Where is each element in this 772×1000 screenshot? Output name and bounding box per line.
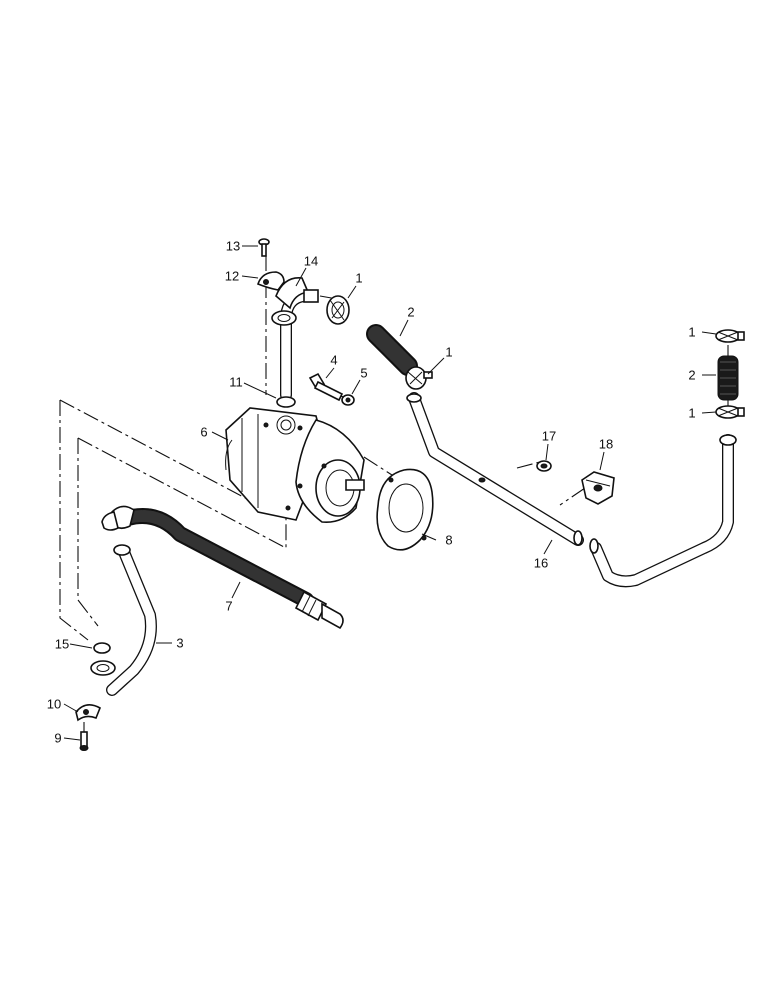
part-1-clamp-lower [405, 366, 433, 390]
callout-15: 15 [55, 637, 69, 652]
callout-5: 5 [360, 366, 367, 381]
callout-7: 7 [225, 599, 232, 614]
part-18-bracket [581, 471, 615, 505]
part-8-gasket [376, 468, 434, 551]
callout-1-right-top: 1 [688, 325, 695, 340]
callout-11: 11 [229, 375, 243, 390]
part-1-clamp-right-bottom [715, 405, 745, 419]
callout-18: 18 [599, 437, 613, 452]
part-3-pipe [90, 544, 157, 696]
callout-2-right: 2 [688, 368, 695, 383]
part-12-clamp [257, 271, 285, 291]
part-13-bolt [258, 238, 270, 257]
callout-13: 13 [226, 239, 240, 254]
callout-1-upper: 1 [355, 271, 362, 286]
part-2-hose-right [717, 355, 739, 401]
callout-3: 3 [176, 636, 183, 651]
callout-9: 9 [54, 731, 61, 746]
part-11-o-ring [276, 396, 296, 408]
part-4-bolt [308, 372, 344, 402]
callout-14: 14 [304, 254, 318, 269]
callout-1-lower: 1 [445, 345, 452, 360]
callout-6: 6 [200, 425, 207, 440]
part-15-o-ring [93, 642, 111, 654]
part-17-nut [536, 460, 552, 472]
part-7-hose [101, 505, 344, 630]
part-right-pipe [589, 434, 737, 588]
leader-lines [63, 245, 717, 741]
callout-4: 4 [330, 353, 337, 368]
part-16-pipe [406, 392, 584, 546]
part-6-pump [225, 407, 365, 524]
part-2-hose-center [366, 324, 418, 376]
part-9-bolt [79, 731, 89, 751]
part-10-clamp [75, 704, 102, 722]
callout-2-center: 2 [407, 305, 414, 320]
callout-12: 12 [225, 269, 239, 284]
callout-10: 10 [47, 697, 61, 712]
assembly-lines [59, 255, 729, 740]
callout-17: 17 [542, 429, 556, 444]
part-1-clamp-upper [326, 295, 350, 325]
part-5-washer [341, 394, 355, 406]
callouts: 13 12 14 1 2 1 4 5 11 6 8 7 3 15 10 9 17… [47, 239, 696, 746]
callout-16: 16 [534, 556, 548, 571]
part-1-clamp-right-top [715, 329, 745, 343]
callout-8: 8 [445, 533, 452, 548]
callout-1-right-bottom: 1 [688, 406, 695, 421]
